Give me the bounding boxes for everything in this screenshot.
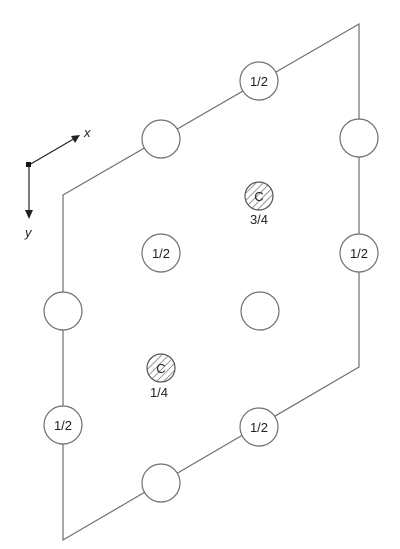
carbon-upper: C 3/4 (244, 181, 274, 227)
metal-sites: 1/2 1/2 1/2 (43, 61, 379, 503)
site-inner-left-half: 1/2 (141, 233, 181, 273)
x-axis-arrow (28, 136, 78, 166)
atom-circle (339, 118, 379, 158)
atom-circle (240, 291, 280, 331)
atom-circle (141, 119, 181, 159)
x-axis-arrowhead (71, 135, 80, 143)
carbon-height-label: 3/4 (250, 212, 268, 227)
site-bottom (141, 463, 181, 503)
site-center (240, 291, 280, 331)
carbon-circle-outline (244, 181, 274, 211)
site-top-left (141, 119, 181, 159)
site-right-upper (339, 118, 379, 158)
atom-circle (43, 405, 83, 445)
atom-circle (141, 463, 181, 503)
site-left-lower-half: 1/2 (43, 405, 83, 445)
y-axis-label: y (24, 225, 33, 240)
origin-marker (26, 162, 31, 167)
height-label: 1/2 (152, 246, 170, 261)
carbon-symbol: C (254, 189, 263, 204)
carbon-height-label: 1/4 (150, 385, 168, 400)
y-axis-arrowhead (25, 210, 33, 219)
site-left-middle (43, 291, 83, 331)
carbon-circle-fill (245, 182, 273, 210)
carbon-atoms: C 3/4 C 1/4 (146, 181, 274, 400)
carbon-symbol: C (156, 361, 165, 376)
atom-circle (141, 233, 181, 273)
carbon-circle-outline (146, 353, 176, 383)
site-right-half: 1/2 (339, 233, 379, 273)
atom-circle (239, 407, 279, 447)
atom-circle (339, 233, 379, 273)
height-label: 1/2 (54, 418, 72, 433)
height-label: 1/2 (250, 420, 268, 435)
carbon-lower: C 1/4 (146, 353, 176, 400)
site-bottom-edge-half: 1/2 (239, 407, 279, 447)
axes-indicator: x y (24, 125, 91, 240)
height-label: 1/2 (250, 74, 268, 89)
height-label: 1/2 (350, 246, 368, 261)
site-top-edge-half: 1/2 (239, 61, 279, 101)
atom-circle (43, 291, 83, 331)
x-axis-label: x (83, 125, 91, 140)
atom-circle (239, 61, 279, 101)
unit-cell-outline (62, 22, 360, 542)
carbon-circle-fill (147, 354, 175, 382)
